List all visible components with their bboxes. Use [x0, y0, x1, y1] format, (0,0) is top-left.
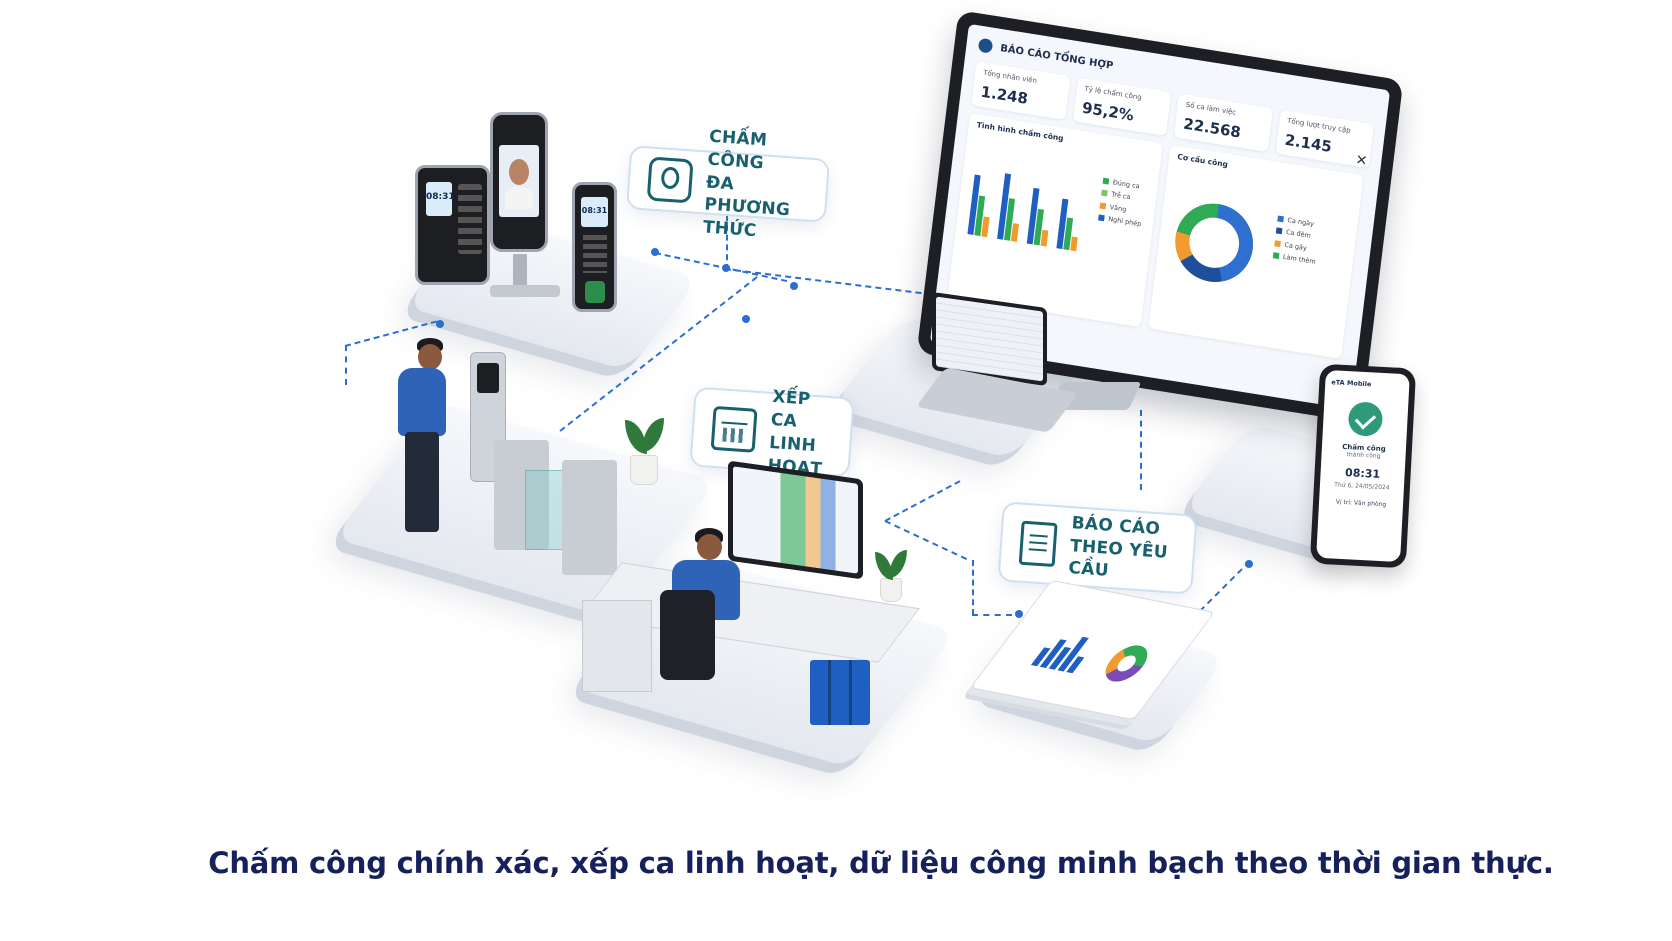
- connector-line: [345, 345, 347, 385]
- keypad-terminal: 08:31: [415, 165, 490, 285]
- connector-node: [651, 248, 659, 256]
- fingerprint-terminal: 08:31: [572, 182, 617, 312]
- terminal-screen: 08:31: [426, 182, 455, 216]
- connector-line: [1199, 560, 1251, 612]
- calendar-icon: [710, 405, 758, 453]
- bar: [1056, 198, 1069, 250]
- connector-node: [1015, 610, 1023, 618]
- connector-line: [1140, 410, 1142, 490]
- attendance-bar-chart: [967, 173, 1078, 252]
- callout-line-2: ĐA PHƯƠNG THỨC: [702, 172, 791, 242]
- bar: [1070, 236, 1078, 252]
- plant-pot: [880, 578, 902, 602]
- bar: [1040, 229, 1049, 247]
- connector-line: [884, 480, 961, 522]
- structure-panel: Cơ cấu công Ca ngày Ca đêm Ca gãy Làm th…: [1148, 144, 1364, 359]
- attendance-legend: Đúng ca Trễ ca Vắng Nghỉ phép: [1098, 175, 1147, 231]
- structure-legend: Ca ngày Ca đêm Ca gãy Làm thêm: [1272, 212, 1321, 268]
- employee-pants: [405, 432, 439, 532]
- bar: [1063, 217, 1074, 251]
- face-scan-icon: [646, 156, 694, 204]
- feature-callout-shift: XẾP CA LINH HOẠT: [689, 386, 855, 480]
- bar: [997, 173, 1012, 240]
- connector-node: [790, 282, 798, 290]
- office-chair: [660, 590, 715, 680]
- document-icon: [1018, 520, 1058, 568]
- arrow-icon: [977, 37, 994, 54]
- tagline: Chấm công chính xác, xếp ca linh hoạt, d…: [208, 846, 1554, 880]
- bar: [1003, 198, 1016, 241]
- report-documents: [969, 579, 1216, 721]
- bar: [1033, 208, 1044, 246]
- binder-shelf: [810, 660, 870, 725]
- callout-line-1: XẾP CA: [770, 387, 812, 432]
- report-pie-icon: [1105, 645, 1148, 682]
- desk-drawers: [582, 600, 652, 692]
- employee-head: [418, 344, 442, 370]
- employee-shirt: [398, 368, 446, 436]
- connector-line: [726, 215, 728, 270]
- desk-monitor: [728, 460, 863, 580]
- app-name: eTA Mobile: [1331, 378, 1372, 389]
- bar: [1026, 187, 1040, 245]
- check-in-time: 08:31: [1344, 466, 1381, 481]
- connector-line: [972, 614, 1012, 616]
- check-in-date: Thứ 6, 24/05/2024: [1334, 481, 1390, 492]
- plant-pot: [630, 455, 658, 485]
- bar: [1010, 223, 1020, 242]
- connector-node: [742, 315, 750, 323]
- check-in-location: Vị trí: Văn phòng: [1335, 498, 1387, 509]
- callout-line-1: CHẤM CÔNG: [706, 126, 768, 174]
- attendance-panel: Tình hình chấm công Đúng ca Trễ ca Vắng …: [947, 113, 1163, 328]
- connector-node: [1245, 560, 1253, 568]
- terminal-screen: 08:31: [581, 197, 608, 227]
- face-terminal: [490, 112, 548, 252]
- plant-leaf: [642, 418, 664, 452]
- structure-donut-chart: [1175, 203, 1254, 282]
- close-icon[interactable]: ✕: [1354, 152, 1369, 170]
- report-bar-icon: [1030, 636, 1089, 674]
- connector-node: [722, 264, 730, 272]
- connector-line: [972, 560, 974, 615]
- plant-leaf: [889, 550, 907, 578]
- bar: [974, 195, 986, 237]
- worker-head: [697, 534, 722, 560]
- feature-callout-multi-method: CHẤM CÔNG ĐA PHƯƠNG THỨC: [626, 126, 830, 241]
- feature-callout-report: BÁO CÁO THEO YÊU CẦU: [997, 501, 1198, 595]
- turnstile-gate-left: [494, 440, 549, 550]
- mobile-phone: eTA Mobile Chấm công thành công 08:31 Th…: [1309, 363, 1417, 569]
- callout-line-2: THEO YÊU CẦU: [1067, 535, 1169, 582]
- check-icon: [1347, 401, 1384, 437]
- turnstile-gate-right: [562, 460, 617, 575]
- bar: [981, 216, 990, 238]
- bar: [967, 174, 981, 236]
- connector-node: [436, 320, 444, 328]
